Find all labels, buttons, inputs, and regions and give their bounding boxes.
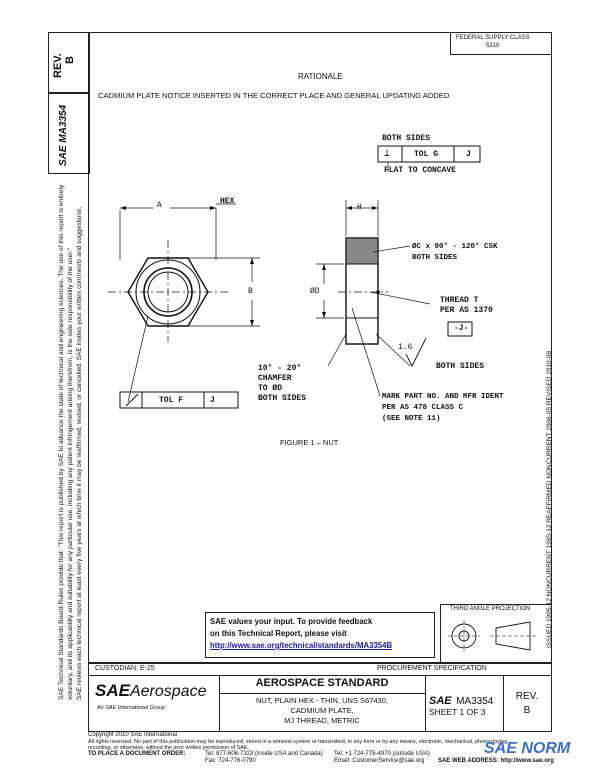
- feedback-line-2: on this Technical Report, please visit: [210, 629, 347, 638]
- chamfer-note-1: 10° - 20°: [258, 364, 302, 373]
- title-col-1: [219, 675, 220, 731]
- footer-tel-1: Tel: 877-606-7323 (inside USA and Canada…: [205, 751, 323, 757]
- projection-symbol: [448, 620, 536, 652]
- page-frame: [88, 32, 552, 664]
- fsc-line1: FEDERAL SUPPLY CLASS: [456, 35, 530, 41]
- side-view-hatch: [345, 237, 379, 265]
- title-row-divider: [219, 693, 425, 694]
- footer-rights-2: recording, or otherwise, without the pri…: [88, 745, 249, 751]
- perpendicularity-symbol: ⊥: [384, 149, 391, 160]
- footer-email: Email: CustomerService@sae.org: [334, 758, 425, 764]
- feedback-link[interactable]: http://www.sae.org/technical/standards/M…: [210, 641, 393, 650]
- title-col-2: [425, 675, 426, 731]
- sae-aerospace-logo: SAEAerospace: [95, 681, 206, 701]
- desc-line-3: MJ THREAD, METRIC: [284, 716, 360, 725]
- desc-line-2: CADMIUM PLATE,: [290, 706, 354, 715]
- tol-f-label: TOL F: [159, 396, 184, 405]
- thread-note-2: PER AS 1370: [440, 306, 493, 315]
- spec-type: PROCUREMENT SPECIFICATION: [377, 665, 487, 672]
- dim-hex: HEX: [220, 197, 235, 206]
- fsc-box: [450, 32, 551, 55]
- standard-title: AEROSPACE STANDARD: [255, 677, 389, 689]
- docid-box: [48, 92, 90, 174]
- doc-number-block: SAE MA3354: [429, 691, 493, 709]
- rev-label: REV.: [52, 53, 64, 78]
- notice-line-3: SAE reviews each technical report at lea…: [76, 206, 83, 700]
- dim-h: H: [357, 203, 362, 212]
- datum-j-bottom: J: [210, 396, 215, 405]
- fsc-line2: 5310: [486, 43, 500, 49]
- left-margin: REV. B SAE MA3354 SAE Technical Standard…: [0, 0, 90, 776]
- mark-note-3: (SEE NOTE 11): [382, 415, 441, 423]
- rationale-heading: RATIONALE: [298, 72, 343, 81]
- footer-copyright: Copyright 2010 SAE International: [88, 732, 178, 738]
- mark-note-1: MARK PART NO. AND MFR IDENT: [382, 393, 504, 401]
- sae-small-logo: SAE: [429, 695, 452, 707]
- chamfer-note-3: TO ØD: [258, 384, 283, 393]
- finish-both-sides: BOTH SIDES: [436, 362, 485, 371]
- csk-note-2: BOTH SIDES: [412, 254, 458, 262]
- footer-tel-2: Tel: +1 724-776-4970 (outside USA): [334, 751, 430, 757]
- title-block: CUSTODIAN: E-25 PROCUREMENT SPECIFICATIO…: [88, 662, 552, 732]
- feedback-line-1: SAE values your input. To provide feedba…: [210, 617, 373, 626]
- rationale-text: CADMIUM PLATE NOTICE INSERTED IN THE COR…: [98, 91, 450, 100]
- footer-rights: All rights reserved. No part of this pub…: [88, 739, 509, 745]
- datum-j-top: J: [466, 150, 471, 159]
- logo-sae: SAE: [95, 681, 130, 700]
- footer-web: SAE WEB ADDRESS: http://www.sae.org: [438, 758, 554, 764]
- csk-note-1: ØC x 90° - 120° CSK: [412, 243, 498, 251]
- sae-norm-watermark: SAE NORM: [484, 740, 571, 757]
- feedback-box: SAE values your input. To provide feedba…: [205, 612, 435, 658]
- chamfer-note-2: CHAMFER: [258, 374, 292, 383]
- dim-a: A: [157, 201, 162, 210]
- thread-datum-box: -J-: [454, 324, 469, 333]
- projection-label: THIRD ANGLE PROJECTION: [450, 606, 531, 612]
- title-rev-label: REV.: [515, 691, 539, 702]
- rev-value: B: [64, 56, 76, 64]
- logo-subtitle: An SAE International Group: [97, 705, 165, 711]
- doc-number: MA3354: [456, 696, 494, 707]
- flat-to-concave: FLAT TO CONCAVE: [384, 166, 457, 175]
- sheet-number: SHEET 1 OF 3: [429, 707, 486, 717]
- footer-fax: Fax: 724-776-0790: [205, 758, 256, 764]
- nut-drawing: [108, 145, 481, 409]
- doc-id: SAE MA3354: [58, 104, 69, 166]
- desc-line-1: NUT, PLAIN HEX - THIN, UNS S67430,: [256, 696, 388, 705]
- dim-b: B: [248, 287, 253, 296]
- tol-g-label: TOL G: [414, 150, 439, 159]
- figure-caption: FIGURE 1 – NUT: [280, 438, 339, 447]
- projection-box: [440, 604, 551, 663]
- title-divider: [89, 675, 551, 676]
- rev-box: [48, 32, 90, 94]
- notice-line-1: SAE Technical Standards Board Rules prov…: [58, 184, 65, 700]
- notice-line-2: voluntary, and its applicability and sui…: [67, 247, 74, 700]
- finish-value: 1.6: [398, 343, 413, 352]
- chamfer-note-4: BOTH SIDES: [258, 394, 307, 403]
- title-rev-value: B: [523, 705, 531, 716]
- mark-note-2: PER AS 478 CLASS C: [382, 404, 464, 412]
- both-sides-top: BOTH SIDES: [382, 134, 431, 143]
- footer-order-label: TO PLACE A DOCUMENT ORDER:: [88, 751, 186, 757]
- title-col-3: [503, 675, 504, 731]
- dim-d: ØD: [310, 287, 320, 296]
- thread-note-1: THREAD T: [440, 296, 479, 305]
- logo-aerospace: Aerospace: [129, 683, 207, 700]
- custodian-label: CUSTODIAN: E-25: [95, 665, 155, 672]
